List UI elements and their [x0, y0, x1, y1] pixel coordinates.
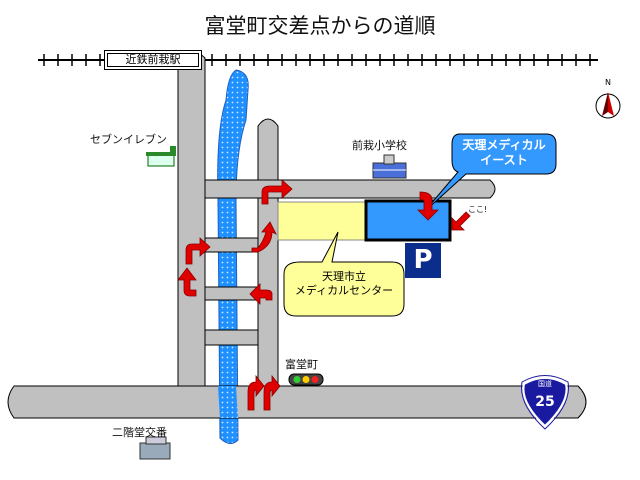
medical-east-building — [364, 199, 452, 242]
arrow-icon — [185, 237, 211, 265]
road-route-25 — [7, 385, 587, 419]
center-name-line1: 天理市立 — [322, 270, 366, 283]
destination-name-line1: 天理メディカル — [462, 138, 546, 152]
school-icon — [372, 154, 407, 179]
police-box-label: 二階堂交番 — [112, 426, 167, 439]
destination-name-line2: イースト — [480, 153, 528, 167]
road-street-2 — [204, 237, 259, 253]
police-box-icon — [139, 436, 171, 460]
here-arrow-icon — [451, 211, 471, 231]
arrow-icon — [247, 374, 265, 411]
arrow-icon — [417, 191, 439, 221]
north-compass-icon — [595, 92, 621, 119]
center-callout-text: 天理市立 メディカルセンター — [284, 270, 404, 298]
arrow-icon — [263, 374, 281, 411]
medical-center-lot — [277, 201, 366, 241]
parking-sign — [405, 243, 441, 278]
road-street-4 — [204, 329, 259, 346]
road-right-vertical — [257, 118, 279, 401]
route-25-shield-icon — [522, 377, 568, 428]
traffic-signal-icon — [288, 373, 324, 386]
arrow-icon — [261, 179, 293, 205]
center-callout — [283, 231, 405, 317]
center-name-line2: メディカルセンター — [294, 284, 394, 297]
parking-label: P — [413, 245, 433, 275]
map-title: 富堂町交差点からの道順 — [204, 14, 436, 38]
destination-callout-text: 天理メディカル イースト — [452, 138, 556, 168]
arrow-icon — [251, 221, 277, 253]
arrow-icon — [249, 283, 273, 305]
arrow-icon — [177, 267, 197, 297]
route-sign-number: 25 — [535, 394, 555, 410]
school-label: 前栽小学校 — [352, 139, 407, 152]
intersection-label: 富堂町 — [285, 358, 318, 371]
seven-eleven-label: セブンイレブン — [90, 133, 167, 146]
route-sign-top: 国道 — [538, 380, 552, 388]
here-label: ここ! — [468, 205, 488, 214]
route-arrows — [177, 179, 471, 411]
road-left-vertical — [177, 50, 206, 401]
convenience-store-icon — [146, 146, 176, 167]
station-label: 近鉄前栽駅 — [104, 50, 202, 70]
destination-callout — [423, 133, 557, 213]
compass-label: N — [605, 78, 611, 87]
river — [217, 69, 249, 444]
